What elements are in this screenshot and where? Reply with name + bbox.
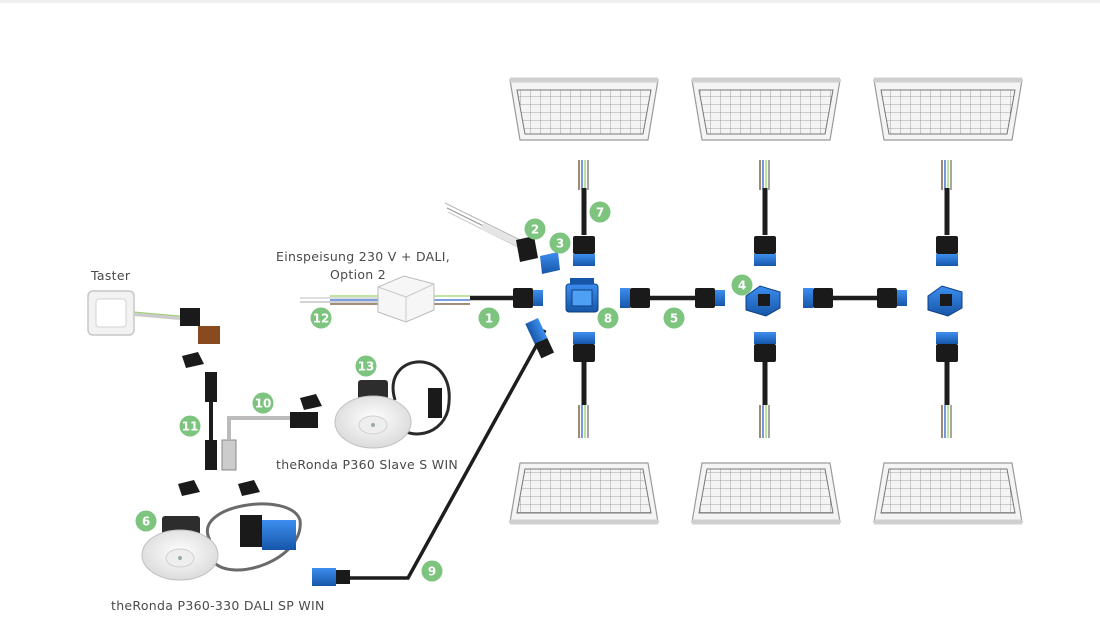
badge-7: 7 [589,201,611,223]
badge-10: 10 [252,392,274,414]
badge-label: 7 [596,205,604,219]
taster-connectors [178,308,322,496]
slave-sensor-label: theRonda P360 Slave S WIN [276,457,459,472]
master-sensor-label: theRonda P360-330 DALI SP WIN [111,598,325,613]
einspeisung-label-line1: Einspeisung 230 V + DALI, [276,249,451,264]
badge-11: 11 [179,415,201,437]
sensor-cable-diagonal [312,318,555,586]
badge-8: 8 [597,307,619,329]
led-panel-top-3 [873,77,1023,141]
led-panel-top-2 [691,77,841,141]
einspeisung-label-line2: Option 2 [330,267,387,282]
panel-connectors-bottom [573,332,958,362]
master-sensor [141,502,302,581]
panel-feed-wires-bottom [578,360,952,438]
distributor-block-3 [927,285,963,317]
top-border [0,0,1100,3]
badge-3: 3 [549,232,571,254]
badge-4: 4 [731,274,753,296]
led-panel-bottom-3 [873,462,1023,525]
badge-1: 1 [478,307,500,329]
badge-label: 12 [313,311,330,325]
badge-label: 6 [142,514,150,528]
badge-6: 6 [135,510,157,532]
badge-9: 9 [421,560,443,582]
badge-label: 9 [428,564,436,578]
taster-switch [87,290,181,336]
badge-label: 2 [531,222,539,236]
badge-13: 13 [355,355,377,377]
badge-label: 5 [670,311,678,325]
panel-connectors-top [573,236,958,266]
led-panel-top-1 [509,77,659,141]
badge-label: 8 [604,311,612,325]
feed-in-plug [516,236,560,274]
feed-in-cable [444,202,522,249]
panel-feed-wires-top [578,160,952,235]
led-panel-bottom-2 [691,462,841,525]
badge-label: 10 [255,396,272,410]
badge-label: 3 [556,236,564,250]
distributor-block-2 [745,285,781,317]
junction-box [300,275,470,323]
badge-label: 11 [182,419,199,433]
taster-label: Taster [91,268,131,283]
badge-label: 1 [485,311,493,325]
slave-sensor [334,360,451,449]
led-panel-bottom-1 [509,462,659,525]
distributor-block-1 [565,278,599,313]
badge-5: 5 [663,307,685,329]
badge-label: 13 [358,359,375,373]
horizontal-bus [470,288,907,308]
badge-12: 12 [310,307,332,329]
badge-2: 2 [524,218,546,240]
badge-label: 4 [738,278,746,292]
